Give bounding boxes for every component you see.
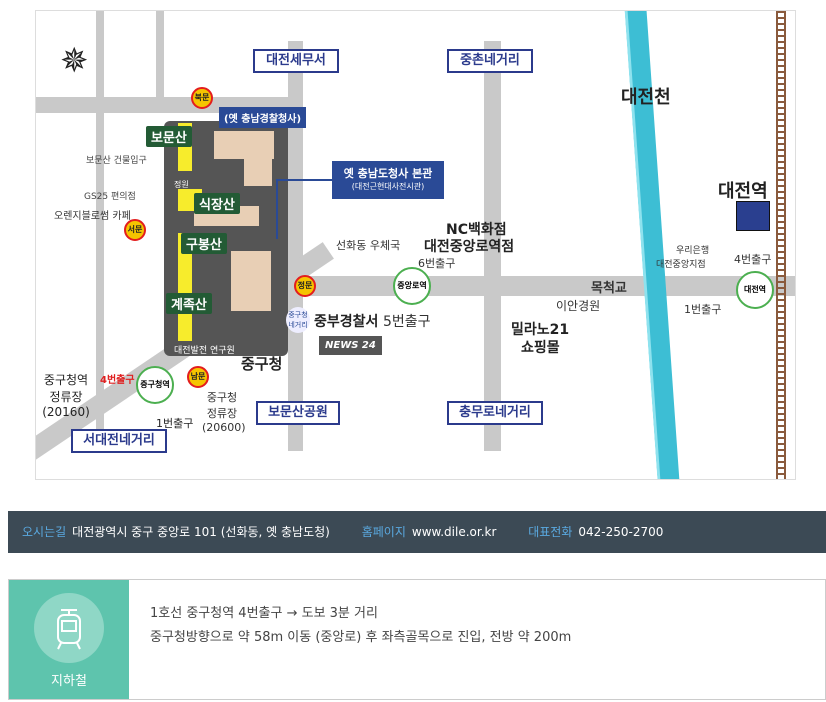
landmark-chungmuro: 충무로네거리 xyxy=(447,401,543,425)
main-building-label: 옛 충남도청사 본관 (대전근현대사전시관) xyxy=(332,161,444,199)
garden-label: 정원 xyxy=(174,180,189,189)
station-junggu: 중구청역 xyxy=(136,366,174,404)
exit-1-daejeon: 1번출구 xyxy=(684,303,722,316)
hall-gubongsan: 구봉산 xyxy=(181,233,227,254)
compass-icon: ✵ xyxy=(60,41,89,81)
bus-stop-right: 중구청 정류장(20600) xyxy=(202,391,246,434)
subway-icon xyxy=(34,593,104,663)
exit-1-junggu: 1번출구 xyxy=(156,417,194,430)
landmark-bomunsan-park: 보문산공원 xyxy=(256,401,340,425)
place-nc-2: 대전중앙로역점 xyxy=(424,239,515,255)
gate-north: 북문 xyxy=(191,87,213,109)
transit-type-label: 지하철 xyxy=(51,674,87,689)
exit-6-jungang: 6번출구 xyxy=(418,257,456,270)
hall-gyejoksan: 계족산 xyxy=(166,293,212,314)
bus-stop-left: 중구청역 정류장(20160) xyxy=(42,373,90,419)
location-map: 보문산 식장산 구봉산 계족산 정원 대전발전 연구원 (옛 충남경찰청사) 옛… xyxy=(35,10,796,480)
transit-line-2: 중구청방향으로 약 58m 이동 (중앙로) 후 좌측골목으로 진입, 전방 약… xyxy=(150,630,572,645)
address: 대전광역시 중구 중앙로 101 (선화동, 옛 충남도청) xyxy=(72,525,330,539)
road xyxy=(156,11,164,101)
landmark-jungchon: 중촌네거리 xyxy=(447,49,533,73)
bank-label-2: 대전중앙지점 xyxy=(656,260,706,270)
transit-type-panel: 지하철 xyxy=(9,580,129,699)
gate-south: 남문 xyxy=(187,366,209,388)
info-bar: 오시는길 대전광역시 중구 중앙로 101 (선화동, 옛 충남도청) 홈페이지 w… xyxy=(8,511,826,553)
transit-card: 지하철 1호선 중구청역 4번출구 → 도보 3분 거리 중구청방향으로 약 5… xyxy=(8,579,826,700)
landmark-tax-office: 대전세무서 xyxy=(253,49,339,73)
phone-label: 대표전화 xyxy=(528,525,573,539)
bridge-label: 목척교 xyxy=(591,281,627,296)
gate-main: 정문 xyxy=(294,275,316,297)
gate-west: 서문 xyxy=(124,219,146,241)
road xyxy=(484,41,501,451)
poi-cafe: 오렌지블로썸 카페 xyxy=(54,211,131,222)
old-police-label: (옛 충남경찰청사) xyxy=(219,107,307,128)
place-post-office: 선화동 우체국 xyxy=(336,239,401,252)
junggu-intersection: 중구청 네거리 xyxy=(286,307,310,333)
hall-sikjangsan: 식장산 xyxy=(194,193,240,214)
homepage-link[interactable]: www.dile.or.kr xyxy=(411,525,497,539)
phone: 042-250-2700 xyxy=(578,525,664,539)
place-police: 중부경찰서 xyxy=(314,314,379,330)
place-milano-1: 밀라노21 xyxy=(511,322,570,338)
station-daejeon: 대전역 xyxy=(736,271,774,309)
daejeon-station-label: 대전역 xyxy=(718,181,768,202)
station-jungang: 중앙로역 xyxy=(393,267,431,305)
railway xyxy=(776,11,786,479)
place-news24: NEWS 24 xyxy=(319,336,382,355)
bank-label-1: 우리은행 xyxy=(676,246,710,256)
station-building-icon xyxy=(736,201,770,231)
place-nc-1: NC백화점 xyxy=(446,222,507,238)
road xyxy=(288,41,303,451)
transit-line-1: 1호선 중구청역 4번출구 → 도보 3분 거리 xyxy=(150,606,378,621)
place-junggu-office: 중구청 xyxy=(241,355,283,373)
poi-bomunsan-entrance: 보문산 건물입구 xyxy=(86,156,147,166)
place-ian-optics: 이안경원 xyxy=(556,299,601,313)
institute-label: 대전발전 연구원 xyxy=(174,346,235,356)
river xyxy=(623,11,681,479)
exit-4-junggu: 4번출구 xyxy=(100,375,135,386)
place-milano-2: 쇼핑몰 xyxy=(521,340,560,356)
road-jungang-ro xyxy=(301,276,795,296)
road xyxy=(96,11,104,431)
river-label: 대전천 xyxy=(621,87,671,108)
hall-bomunsan: 보문산 xyxy=(146,126,192,147)
homepage-label: 홈페이지 xyxy=(361,525,406,539)
poi-gs25: GS25 편의점 xyxy=(84,192,136,202)
address-label: 오시는길 xyxy=(22,525,67,539)
exit-5-jungang: 5번출구 xyxy=(383,314,431,330)
exit-4-daejeon: 4번출구 xyxy=(734,253,772,266)
landmark-seodaejeon: 서대전네거리 xyxy=(71,429,167,453)
